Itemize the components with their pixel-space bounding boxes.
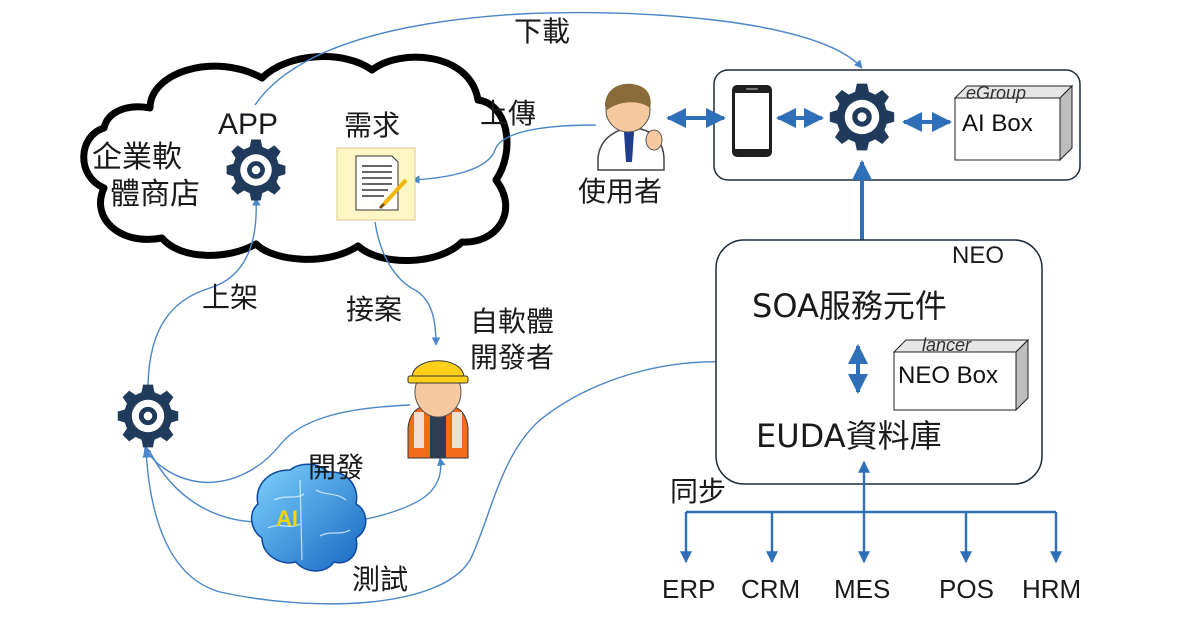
user-icon <box>597 83 665 171</box>
ai-box-brand: eGroup <box>966 83 1027 103</box>
developer-icon <box>407 360 469 459</box>
ai-brain-icon <box>250 463 367 572</box>
smartphone-icon <box>732 85 772 157</box>
accept-arrow <box>374 221 441 346</box>
download-arrow <box>254 11 863 106</box>
developer-label-line2: 開發者 <box>470 341 555 374</box>
accept-label: 接案 <box>346 293 403 326</box>
develop-gear-arrow <box>143 404 411 484</box>
system-hrm: HRM <box>1022 574 1082 604</box>
ai-box <box>953 84 1074 162</box>
test-arrow <box>142 361 725 605</box>
app-gear-icon <box>226 139 286 201</box>
neo-box <box>715 239 1043 485</box>
neo-box-brand: lancer <box>922 335 972 355</box>
euda-label: EUDA資料庫 <box>756 417 942 455</box>
request-document-icon <box>336 147 416 221</box>
soa-label: SOA服務元件 <box>752 287 947 325</box>
request-label: 需求 <box>344 109 401 142</box>
sync-tree <box>680 460 1062 564</box>
upload-label: 上傳 <box>480 97 537 130</box>
develop-label: 開發 <box>308 451 365 484</box>
test-label: 測試 <box>352 563 409 596</box>
cloud-title-line2: 體商店 <box>110 177 200 212</box>
neo-hardware-box <box>892 338 1030 412</box>
ai-box-label: AI Box <box>962 110 1033 137</box>
developer-label-line1: 自軟體 <box>470 305 555 338</box>
system-pos: POS <box>939 574 994 604</box>
cloud-title-line1: 企業軟 <box>92 140 182 175</box>
ai-to-gear-arrow <box>149 451 256 523</box>
service-gear-icon <box>829 83 895 151</box>
app-label: APP <box>218 108 279 141</box>
user-label: 使用者 <box>578 175 663 208</box>
system-erp: ERP <box>662 574 716 604</box>
neo-box-label: NEO Box <box>898 362 999 389</box>
download-label: 下載 <box>514 15 571 48</box>
upload-arrow <box>411 124 597 184</box>
publish-label: 上架 <box>202 281 259 314</box>
system-mes: MES <box>834 574 891 604</box>
ai-label: AI <box>276 506 298 531</box>
publish-arrow <box>147 197 261 391</box>
developed-app-gear-icon <box>117 384 179 448</box>
neo-title: NEO <box>952 242 1005 269</box>
sync-label: 同步 <box>670 475 727 508</box>
system-crm: CRM <box>741 574 801 604</box>
